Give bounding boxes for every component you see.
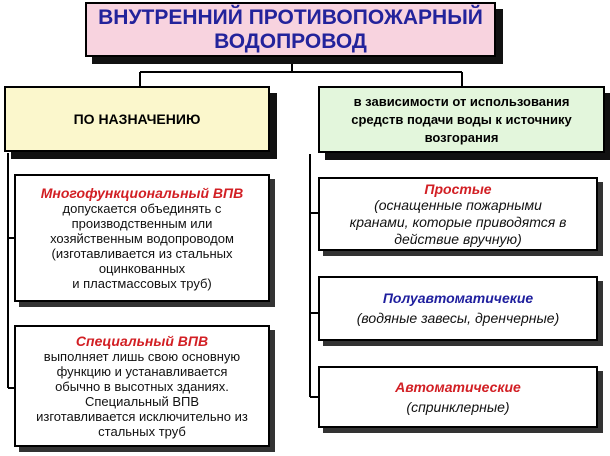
special-vpv-heading: Специальный ВПВ (75, 333, 209, 349)
category-by-purpose: ПО НАЗНАЧЕНИЮ (4, 86, 270, 152)
multifunctional-vpv-line: производственным или (71, 216, 213, 231)
multifunctional-vpv-box: Многофункциональный ВПВ допускается объе… (14, 174, 270, 302)
simple-vpv-line: действие вручную) (394, 230, 522, 247)
multifunctional-vpv-line: хозяйственным водопроводом (50, 231, 234, 246)
main-title-line-2: ВОДОПРОВОД (214, 29, 367, 53)
category-by-purpose-label: ПО НАЗНАЧЕНИЮ (73, 111, 201, 127)
multifunctional-vpv-heading: Многофункциональный ВПВ (40, 185, 244, 201)
main-title-box: ВНУТРЕННИЙ ПРОТИВОПОЖАРНЫЙ ВОДОПРОВОД (85, 2, 496, 57)
multifunctional-vpv-line: допускается объединять с (62, 201, 222, 216)
special-vpv-line: обычно в высотных зданиях. (55, 379, 229, 394)
category-by-water-supply: в зависимости от использования средств п… (318, 86, 605, 153)
category-water-supply-line-2: средств подачи воды к источнику (351, 111, 572, 127)
multifunctional-vpv-line: (изготавливается из стальных (51, 246, 233, 261)
semi-automatic-vpv-box: Полуавтоматичекие (водяные завесы, дренч… (318, 276, 598, 341)
simple-vpv-line: кранами, которые приводятся в (349, 213, 567, 230)
automatic-vpv-box: Автоматические (спринклерные) (318, 366, 598, 428)
simple-vpv-heading: Простые (424, 180, 492, 197)
category-water-supply-line-3: возгорания (424, 129, 499, 145)
main-title-line-1: ВНУТРЕННИЙ ПРОТИВОПОЖАРНЫЙ (98, 5, 483, 29)
special-vpv-line: стальных труб (98, 424, 186, 439)
semi-automatic-vpv-line: (водяные завесы, дренчерные) (356, 310, 560, 326)
special-vpv-line: изготавливается исключительно из (36, 409, 248, 424)
special-vpv-line: Специальный ВПВ (84, 394, 200, 409)
simple-vpv-line: (оснащенные пожарными (374, 196, 542, 213)
special-vpv-line: функцию и устанавливается (56, 364, 228, 379)
semi-automatic-vpv-heading: Полуавтоматичекие (382, 290, 534, 306)
simple-vpv-box: Простые (оснащенные пожарными кранами, к… (318, 177, 598, 251)
automatic-vpv-line: (спринклерные) (406, 398, 510, 415)
automatic-vpv-heading: Автоматические (395, 378, 521, 395)
multifunctional-vpv-line: и пластмассовых труб) (72, 276, 212, 291)
special-vpv-line: выполняет лишь свою основную (43, 349, 241, 364)
multifunctional-vpv-line: оцинкованных (98, 261, 186, 276)
category-water-supply-line-1: в зависимости от использования (353, 93, 570, 109)
special-vpv-box: Специальный ВПВ выполняет лишь свою осно… (14, 325, 270, 447)
